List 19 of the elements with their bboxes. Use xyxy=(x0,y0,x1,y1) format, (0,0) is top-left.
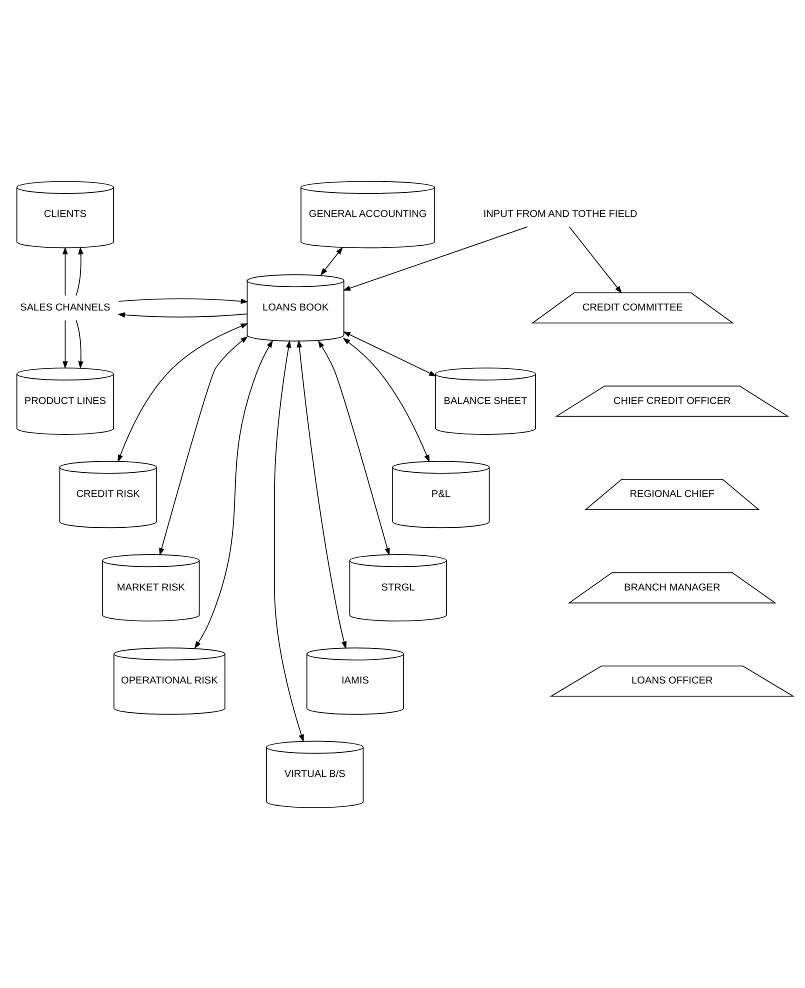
node-text: INPUT FROM AND TOTHE FIELD xyxy=(483,208,638,220)
arrow xyxy=(159,336,248,556)
arrow xyxy=(194,340,273,648)
arrow xyxy=(342,226,528,290)
arrow xyxy=(569,226,622,294)
arrow xyxy=(76,319,84,368)
arrow xyxy=(62,246,68,296)
arrow xyxy=(76,246,84,296)
arrow xyxy=(342,330,437,376)
arrow xyxy=(117,312,248,318)
arrow xyxy=(118,322,248,462)
arrow xyxy=(296,339,347,649)
arrow xyxy=(62,319,68,368)
arrow xyxy=(318,340,390,556)
arrow xyxy=(118,298,248,304)
arrow xyxy=(274,340,304,742)
arrow xyxy=(320,246,343,276)
arrow xyxy=(342,337,430,462)
node-text: SALES CHANNELS xyxy=(20,302,110,313)
